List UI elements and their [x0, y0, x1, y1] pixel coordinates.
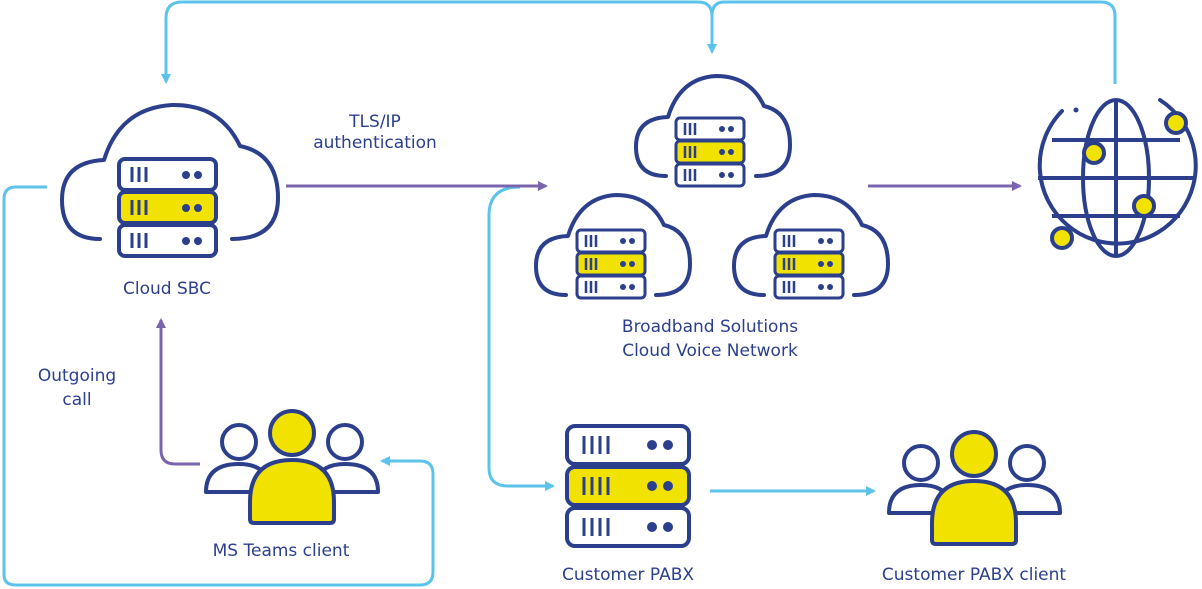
server-stack-icon — [117, 157, 218, 258]
connector-globe-to-top — [707, 0, 1117, 84]
connector-sbc-loop-to-teams — [2, 185, 435, 587]
customer-pabx-label: Customer PABX — [562, 565, 694, 585]
broadband-network-label-line2: Cloud Voice Network — [622, 341, 798, 361]
cloud-server-right-icon — [732, 193, 890, 300]
customer-pabx-server-rack-icon — [565, 424, 691, 548]
tls-ip-label-line2: authentication — [313, 133, 437, 153]
cloud-server-top-icon — [634, 74, 792, 188]
user-left-icon — [204, 423, 270, 494]
connector-network-to-pabx — [487, 185, 555, 491]
tls-ip-label-line1: TLS/IP — [348, 112, 401, 132]
globe-network-icon — [1037, 98, 1198, 258]
customer-pabx-user-group-icon — [887, 430, 1062, 546]
cloud-server-cluster-icon — [534, 74, 890, 300]
ms-teams-client-label: MS Teams client — [213, 541, 350, 561]
cloud-sbc-icon — [60, 102, 280, 258]
customer-pabx-client-label: Customer PABX client — [882, 565, 1067, 585]
ms-teams-user-group-icon — [204, 409, 380, 525]
connector-top-to-cloud-sbc — [161, 0, 714, 84]
cloud-sbc-label: Cloud SBC — [123, 279, 211, 299]
outgoing-call-label-line2: call — [62, 390, 91, 410]
user-center-icon — [930, 430, 1018, 546]
cloud-server-left-icon — [534, 193, 692, 300]
outgoing-call-label-line1: Outgoing — [38, 366, 116, 386]
connector-teams-to-sbc — [156, 318, 200, 466]
user-center-icon — [248, 409, 336, 525]
broadband-network-label-line1: Broadband Solutions — [622, 317, 798, 337]
